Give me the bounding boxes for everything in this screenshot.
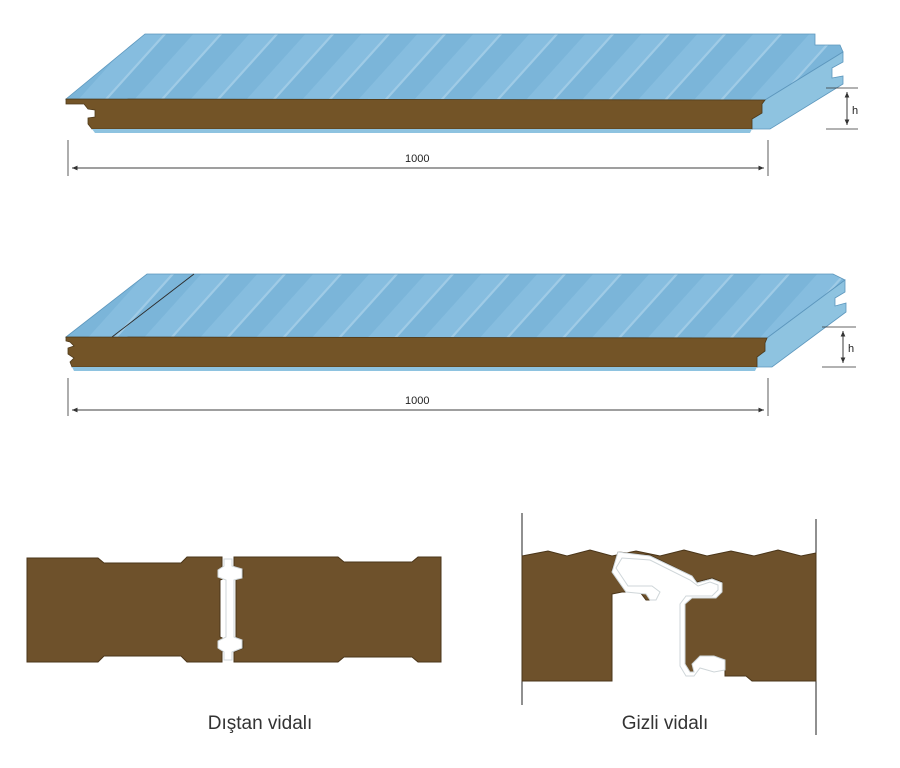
- panel-1-width-label: 1000: [405, 153, 429, 165]
- panel-2-height-label: h: [848, 343, 854, 355]
- panel-1-height-dimension: h: [826, 87, 858, 130]
- panel-2: h 1000: [64, 273, 856, 416]
- panel-1-bottom-sheet: [92, 129, 752, 133]
- panel-2-width-label: 1000: [405, 395, 429, 407]
- detail-right-hidden-clip: [611, 551, 726, 677]
- panel-2-height-dimension: h: [822, 326, 856, 368]
- caption-exposed-screw: Dıştan vidalı: [207, 713, 313, 734]
- panel-2-width-dimension: 1000: [67, 378, 769, 416]
- detail-hidden-screw-joint: [521, 513, 817, 735]
- detail-left-steel-profile: [217, 558, 243, 661]
- panel-2-bottom-sheet: [72, 367, 757, 371]
- detail-exposed-screw-joint: [26, 556, 442, 663]
- panel-2-top-sheet: [64, 273, 846, 339]
- panel-2-core: [65, 336, 768, 368]
- panel-1: h 1000: [64, 33, 858, 176]
- detail-left-panel-b: [233, 556, 442, 663]
- panel-1-width-dimension: 1000: [67, 140, 769, 176]
- panel-1-height-label: h: [852, 105, 858, 117]
- panel-1-top-sheet: [64, 33, 844, 101]
- panel-2-seam-line: [111, 273, 195, 338]
- caption-hidden-screw: Gizli vidalı: [621, 713, 709, 734]
- panel-1-core: [65, 98, 766, 130]
- detail-left-panel-a: [26, 556, 229, 663]
